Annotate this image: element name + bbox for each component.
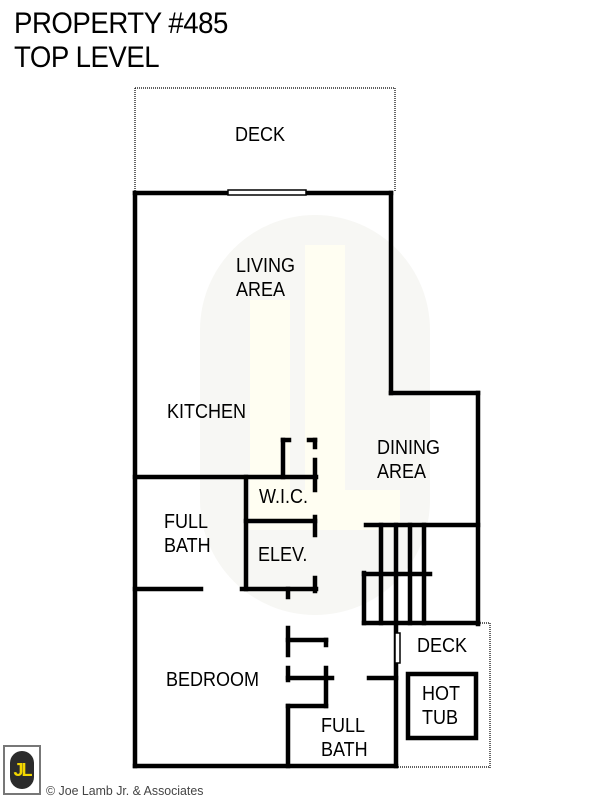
sliding-door-deck: [394, 632, 401, 664]
room-label-full-bath-1-line1: FULL: [164, 511, 209, 533]
room-label-full-bath-2-line1: FULL: [321, 715, 366, 737]
room-label-full-bath-2-line2: BATH: [321, 739, 368, 761]
room-label-dining-2: AREA: [377, 461, 427, 483]
room-label-dining-1: DINING: [377, 437, 440, 459]
room-label-full-bath-1-line2: BATH: [164, 535, 211, 557]
side-deck-outline: [398, 622, 491, 768]
room-label-living-2: AREA: [236, 279, 286, 301]
room-label-wic: W.I.C.: [259, 486, 309, 508]
top-deck-outline: [134, 87, 396, 191]
logo-monogram: JL: [10, 751, 34, 789]
room-label-hot-tub-2: TUB: [422, 707, 458, 729]
room-label-hot-tub-1: HOT: [422, 683, 460, 705]
copyright-text: © Joe Lamb Jr. & Associates: [46, 783, 204, 798]
watermark-logo: [200, 215, 430, 615]
level-title: TOP LEVEL: [14, 41, 160, 74]
room-label-bedroom: BEDROOM: [166, 669, 260, 691]
room-label-elevator: ELEV.: [258, 544, 308, 566]
sliding-door-top: [227, 189, 307, 196]
company-logo: JL: [3, 745, 41, 795]
room-label-deck-side: DECK: [417, 635, 468, 657]
room-label-kitchen: KITCHEN: [167, 401, 247, 423]
property-title: PROPERTY #485: [14, 7, 228, 40]
room-label-deck-top: DECK: [235, 124, 286, 146]
room-label-living-1: LIVING: [236, 255, 296, 277]
